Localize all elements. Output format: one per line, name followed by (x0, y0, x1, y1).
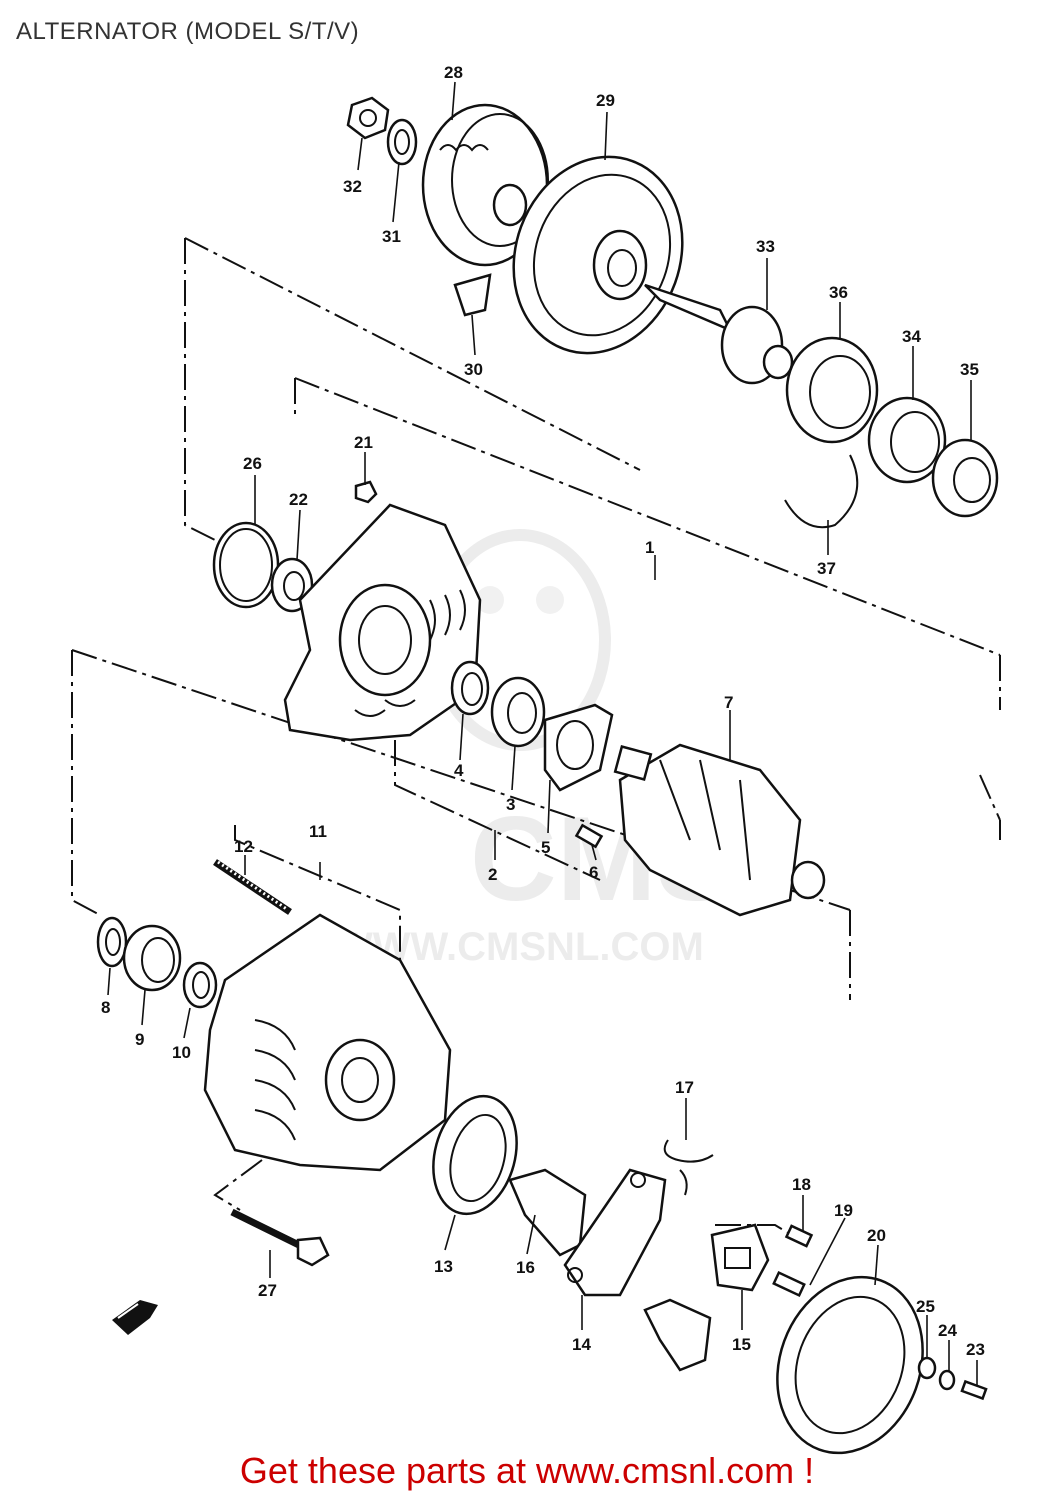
part-18-screw (784, 1224, 814, 1248)
callout-15[interactable]: 15 (732, 1335, 751, 1354)
part-36-bearing (785, 336, 879, 444)
part-16-regulator (508, 1168, 587, 1257)
part-6-screw (574, 823, 604, 849)
callout-23[interactable]: 23 (966, 1340, 985, 1359)
part-13-stator (432, 1094, 518, 1216)
bracket-front-left (71, 650, 101, 916)
callout-28[interactable]: 28 (444, 63, 463, 82)
part-9-bearing (122, 924, 182, 992)
front-arrow-icon (112, 1300, 158, 1335)
callout-24[interactable]: 24 (938, 1321, 957, 1340)
part-rear-housing (283, 503, 482, 742)
part-19-screw (772, 1270, 806, 1298)
part-32-nut (346, 96, 390, 140)
callout-25[interactable]: 25 (916, 1297, 935, 1316)
callout-26[interactable]: 26 (243, 454, 262, 473)
callouts: 1 2 3 4 5 6 7 8 9 10 11 12 13 14 15 16 1… (101, 63, 985, 1359)
page-title: ALTERNATOR (MODEL S/T/V) (16, 18, 360, 45)
callout-32[interactable]: 32 (343, 177, 362, 196)
callout-17[interactable]: 17 (675, 1078, 694, 1097)
part-20-cover (776, 1275, 924, 1455)
callout-36[interactable]: 36 (829, 283, 848, 302)
bracket-2 (394, 740, 601, 881)
part-28-damper-hub (421, 103, 549, 267)
part-17-clip (663, 1139, 714, 1196)
callout-22[interactable]: 22 (289, 490, 308, 509)
part-7-rotor (613, 743, 826, 917)
callout-11[interactable]: 11 (309, 822, 327, 841)
part-21-screw (354, 480, 378, 504)
part-10-seal (182, 961, 218, 1009)
callout-31[interactable]: 31 (382, 227, 401, 246)
bracket-front-corner (979, 774, 1001, 821)
part-26-o-ring (212, 521, 280, 609)
callout-2[interactable]: 2 (488, 865, 497, 884)
callout-30[interactable]: 30 (464, 360, 483, 379)
part-terminal (643, 1298, 712, 1372)
bracket-27 (213, 1159, 263, 1211)
callout-35[interactable]: 35 (960, 360, 979, 379)
part-35-ring (931, 438, 999, 518)
bracket-15 (715, 1224, 801, 1241)
part-15-brush-holder (710, 1223, 770, 1292)
callout-18[interactable]: 18 (792, 1175, 811, 1194)
bracket-rear-housing (184, 238, 216, 541)
part-25-washer (917, 1356, 937, 1380)
callout-6[interactable]: 6 (589, 863, 598, 882)
callout-7[interactable]: 7 (724, 693, 733, 712)
part-27-bolt (230, 1208, 330, 1267)
part-3-bearing (490, 676, 546, 748)
bracket-11 (234, 825, 401, 985)
callout-16[interactable]: 16 (516, 1258, 535, 1277)
callout-10[interactable]: 10 (172, 1043, 191, 1062)
callout-34[interactable]: 34 (902, 327, 921, 346)
callout-29[interactable]: 29 (596, 91, 615, 110)
bracket-1-top (294, 377, 1001, 656)
watermark-mascot-eye-left (476, 586, 504, 614)
callout-13[interactable]: 13 (434, 1257, 453, 1276)
cta-link[interactable]: Get these parts at www.cmsnl.com ! (239, 1450, 815, 1491)
callout-21[interactable]: 21 (354, 433, 373, 452)
callout-14[interactable]: 14 (572, 1335, 591, 1354)
part-30-damper (453, 273, 492, 317)
part-11-front-housing (203, 913, 452, 1172)
assembly-brackets (71, 237, 1001, 1241)
callout-37[interactable]: 37 (817, 559, 836, 578)
callout-19[interactable]: 19 (834, 1201, 853, 1220)
part-4-washer (450, 660, 490, 716)
callout-5[interactable]: 5 (541, 838, 550, 857)
part-34-sleeve (867, 396, 947, 484)
part-33-shaft (644, 283, 794, 385)
callout-4[interactable]: 4 (454, 761, 464, 780)
callout-8[interactable]: 8 (101, 998, 110, 1017)
leader-lines (107, 81, 978, 1385)
part-5-plate (543, 703, 614, 792)
part-31-washer (386, 118, 418, 166)
bracket-rear-top (184, 237, 641, 471)
part-29-gear (512, 155, 684, 355)
part-37-circlip (784, 454, 859, 529)
part-24-washer (938, 1369, 956, 1391)
watermark-mascot-eye-right (536, 586, 564, 614)
part-8-washer (96, 916, 128, 968)
part-23-screw (960, 1379, 988, 1401)
callout-3[interactable]: 3 (506, 795, 515, 814)
callout-1[interactable]: 1 (645, 538, 654, 557)
part-14-rectifier (563, 1168, 667, 1297)
callout-33[interactable]: 33 (756, 237, 775, 256)
callout-20[interactable]: 20 (867, 1226, 886, 1245)
callout-27[interactable]: 27 (258, 1281, 277, 1300)
part-12-stud (213, 859, 292, 915)
callout-9[interactable]: 9 (135, 1030, 144, 1049)
callout-12[interactable]: 12 (234, 837, 253, 856)
